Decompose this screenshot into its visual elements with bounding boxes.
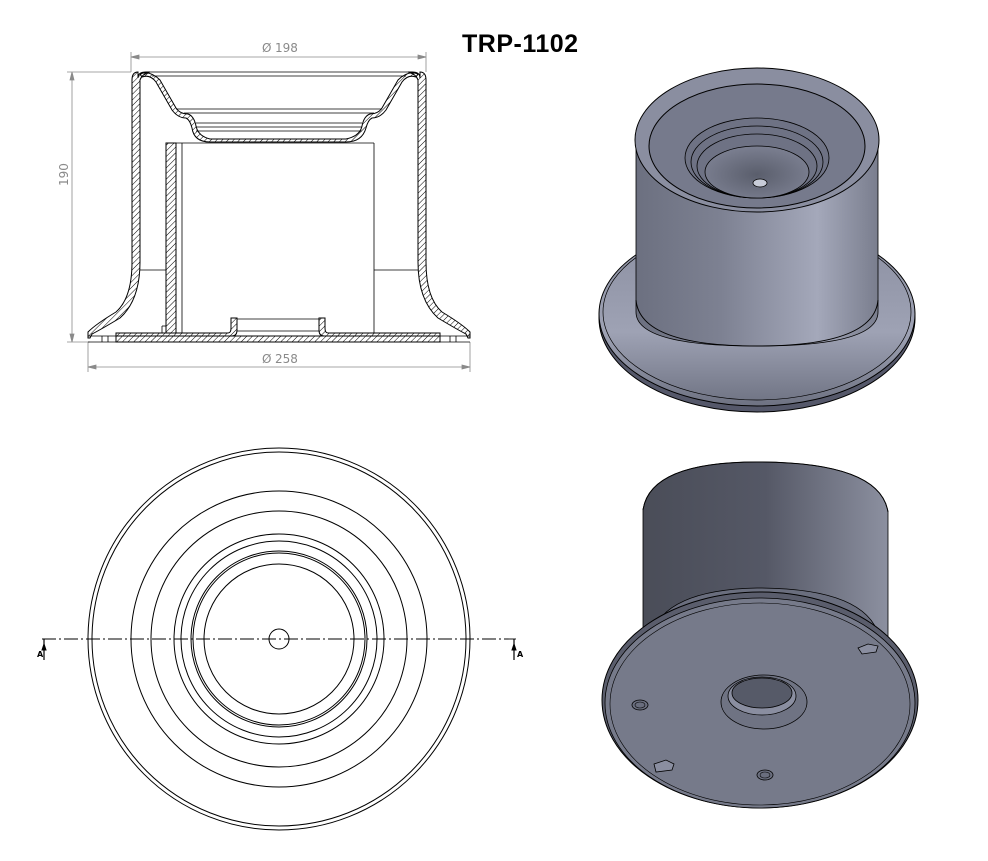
dimension-top-diameter: [130, 52, 427, 72]
dimension-text-190: 190: [57, 163, 71, 186]
isometric-top-view: [598, 67, 916, 413]
mounting-hole: [756, 769, 774, 781]
top-view: [41, 447, 517, 831]
bowl-rim-lines: [150, 71, 408, 132]
drawing-title: TRP-1102: [462, 30, 579, 58]
diameter-symbol: Ø: [262, 352, 271, 366]
locating-tab: [653, 759, 675, 773]
section-label-right: A: [517, 650, 524, 659]
center-hole: [752, 178, 768, 188]
dimension-base-diameter: [87, 342, 471, 372]
isometric-bottom-view: [601, 461, 919, 809]
dimension-text-258: 258: [275, 352, 298, 366]
inner-bowl: [139, 72, 419, 143]
outer-wall-right: [407, 71, 471, 339]
locating-tab: [857, 643, 879, 655]
base-outline: [88, 318, 470, 343]
section-view: Ø 198 190 Ø 258: [57, 41, 471, 372]
outer-wall-left: [87, 71, 151, 339]
dimension-text-198: 198: [275, 41, 298, 55]
inner-cylinder-lines: [140, 142, 418, 333]
diameter-symbol: Ø: [262, 41, 271, 55]
section-label-left: A: [37, 650, 44, 659]
mounting-hole: [631, 699, 649, 711]
inner-cylinder-wall: [165, 142, 177, 334]
base-plate: [115, 317, 441, 343]
dimension-height: [67, 71, 131, 343]
